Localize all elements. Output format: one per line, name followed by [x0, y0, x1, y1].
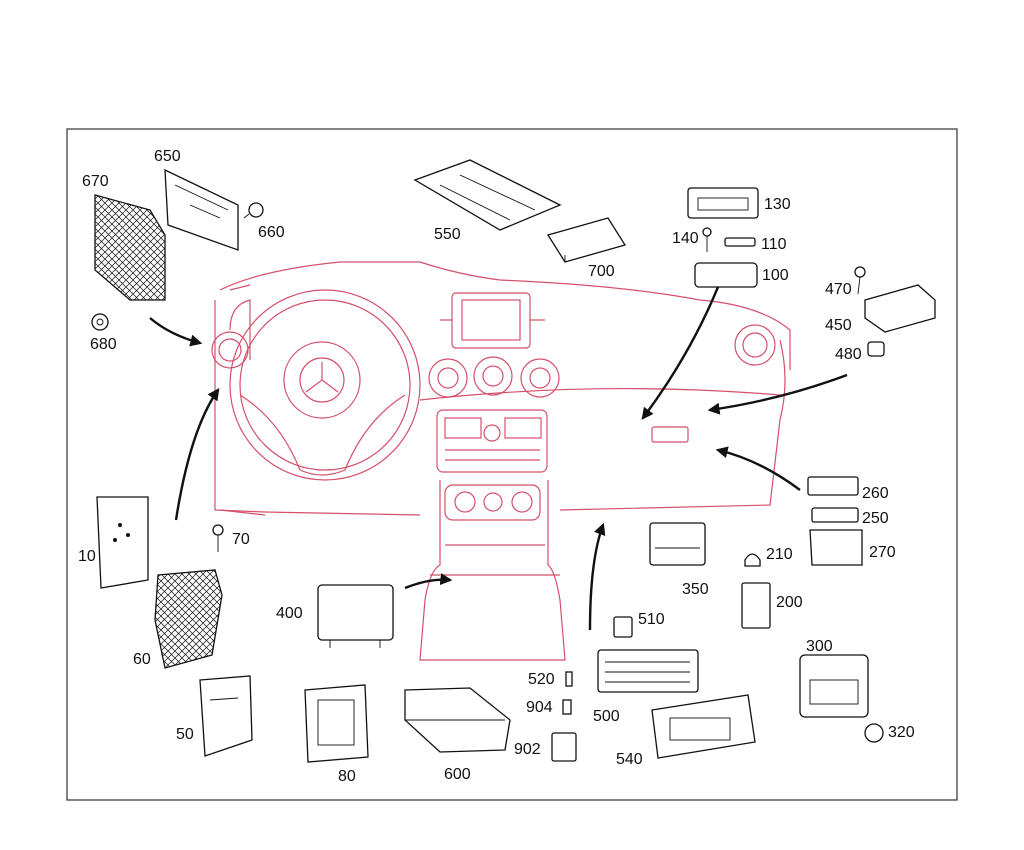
label-904: 904	[526, 699, 553, 716]
part-520	[565, 671, 573, 687]
part-10	[96, 496, 149, 589]
label-10: 10	[78, 548, 96, 565]
part-480	[867, 341, 885, 357]
label-520: 520	[528, 671, 555, 688]
part-300	[799, 654, 869, 718]
label-260: 260	[862, 485, 889, 502]
part-550	[413, 159, 562, 231]
part-200	[741, 582, 771, 629]
part-510	[613, 616, 633, 638]
label-680: 680	[90, 336, 117, 353]
part-400	[317, 584, 394, 648]
part-100	[694, 262, 758, 288]
label-300: 300	[806, 638, 833, 655]
part-320	[864, 723, 884, 743]
label-320: 320	[888, 724, 915, 741]
part-130	[687, 187, 759, 219]
part-80	[304, 684, 369, 763]
part-110	[724, 237, 756, 247]
label-510: 510	[638, 611, 665, 628]
part-700	[546, 217, 627, 263]
part-680	[91, 313, 109, 331]
diagram-frame	[66, 128, 958, 801]
label-50: 50	[176, 726, 194, 743]
label-140: 140	[672, 230, 699, 247]
label-210: 210	[766, 546, 793, 563]
part-500	[597, 649, 699, 693]
part-600	[404, 687, 511, 753]
label-200: 200	[776, 594, 803, 611]
part-350	[649, 522, 706, 566]
part-902	[551, 732, 577, 762]
label-350: 350	[682, 581, 709, 598]
label-670: 670	[82, 173, 109, 190]
label-700: 700	[588, 263, 615, 280]
label-480: 480	[835, 346, 862, 363]
part-70	[212, 524, 224, 552]
label-902: 902	[514, 741, 541, 758]
label-100: 100	[762, 267, 789, 284]
label-60: 60	[133, 651, 151, 668]
part-250	[811, 507, 859, 523]
label-450: 450	[825, 317, 852, 334]
part-260	[807, 476, 859, 496]
part-140	[702, 227, 712, 252]
part-670	[94, 194, 166, 301]
label-110: 110	[761, 236, 787, 253]
part-660	[243, 202, 264, 219]
part-470	[854, 266, 866, 295]
part-50	[199, 675, 253, 757]
part-270	[809, 529, 863, 566]
part-labels: 650 670 660 680 550 700 130 140 110 100 …	[78, 148, 915, 785]
label-400: 400	[276, 605, 303, 622]
label-250: 250	[862, 510, 889, 527]
label-650: 650	[154, 148, 181, 165]
label-500: 500	[593, 708, 620, 725]
label-70: 70	[232, 531, 250, 548]
label-660: 660	[258, 224, 285, 241]
label-600: 600	[444, 766, 471, 783]
label-470: 470	[825, 281, 852, 298]
part-650	[164, 168, 239, 251]
part-210	[744, 553, 761, 567]
label-80: 80	[338, 768, 356, 785]
part-60	[154, 569, 223, 669]
label-540: 540	[616, 751, 643, 768]
part-904	[562, 699, 572, 715]
label-130: 130	[764, 196, 791, 213]
pointer-arrows	[149, 286, 848, 631]
label-550: 550	[434, 226, 461, 243]
part-540	[651, 694, 756, 759]
label-270: 270	[869, 544, 896, 561]
part-450	[864, 284, 936, 333]
